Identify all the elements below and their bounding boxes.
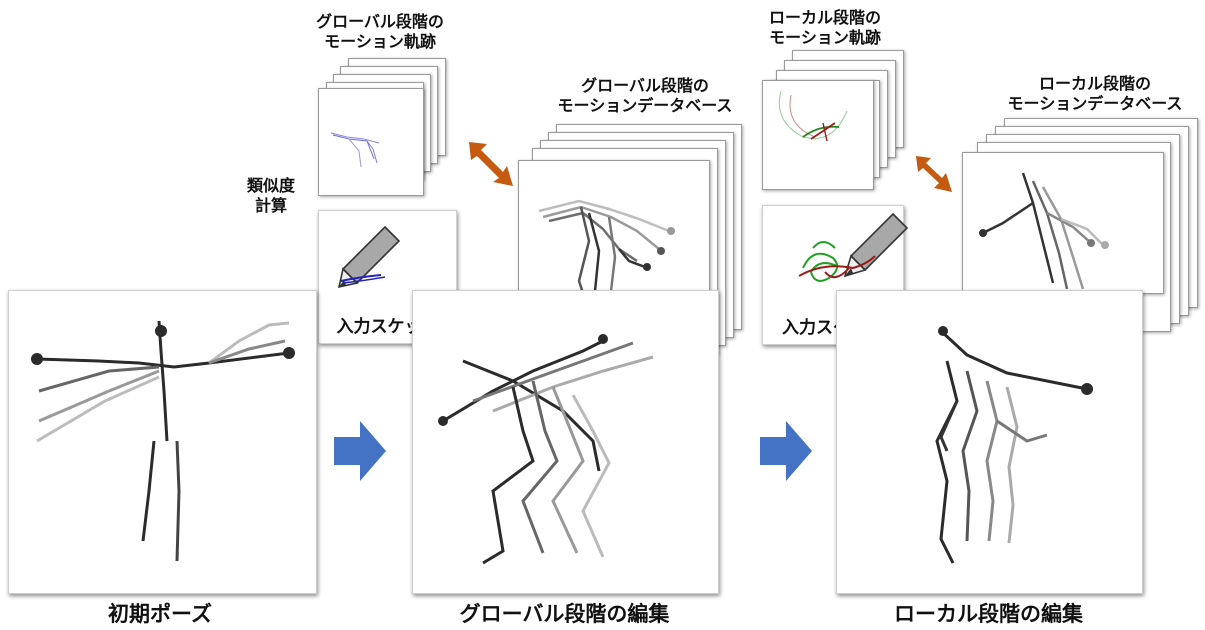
sketch-stroke bbox=[340, 274, 386, 284]
initial-pose-panel bbox=[8, 290, 317, 594]
initial-pose-skeleton bbox=[31, 320, 295, 562]
double-arrow-icon bbox=[916, 156, 952, 192]
local-edit-caption: ローカル段階の編集 bbox=[894, 602, 1083, 626]
pencil-icon bbox=[843, 212, 909, 278]
global-database-label: グローバル段階の モーションデータベース bbox=[557, 76, 733, 115]
local-trajectory-plot bbox=[778, 90, 848, 142]
double-arrow-icon bbox=[469, 142, 513, 186]
local-edit-panel bbox=[836, 290, 1143, 594]
initial-pose-caption: 初期ポーズ bbox=[108, 602, 212, 626]
global-edit-caption: グローバル段階の編集 bbox=[459, 602, 670, 626]
similarity-label: 類似度 計算 bbox=[246, 176, 295, 215]
global-edit-panel bbox=[412, 290, 719, 594]
global-trajectory-plot bbox=[330, 132, 380, 168]
right-arrow-icon bbox=[334, 421, 386, 481]
local-database-skeleton bbox=[979, 172, 1109, 290]
global-edit-skeleton bbox=[438, 334, 654, 565]
right-arrow-icon bbox=[760, 421, 812, 481]
sketch-stroke bbox=[798, 241, 876, 282]
local-trajectory-label: ローカル段階の モーション軌跡 bbox=[768, 8, 881, 47]
local-database-label: ローカル段階の モーションデータベース bbox=[1007, 74, 1183, 113]
local-edit-skeleton bbox=[935, 326, 1093, 564]
global-trajectory-label: グローバル段階の モーション軌跡 bbox=[316, 12, 444, 51]
